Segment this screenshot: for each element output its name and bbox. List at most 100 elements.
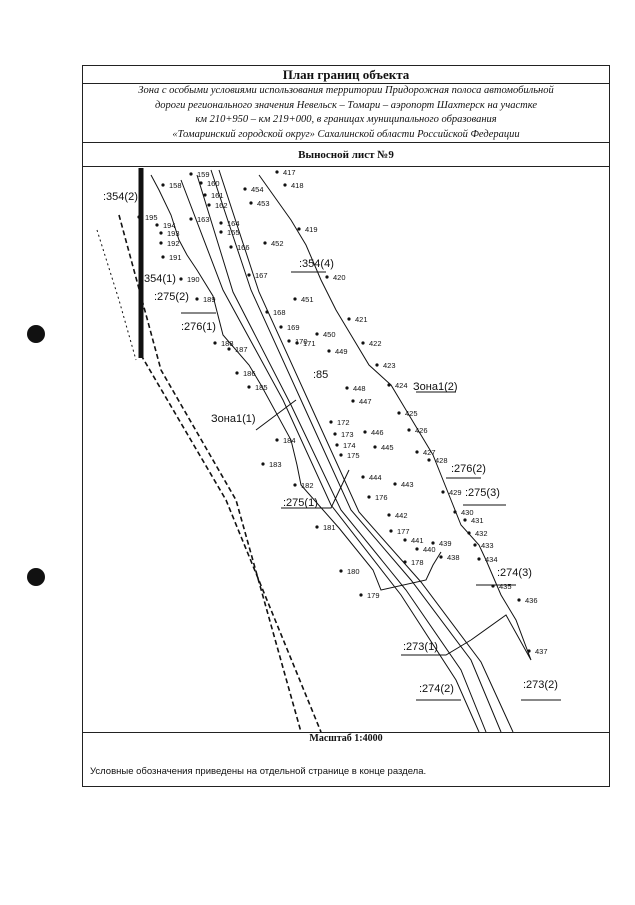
boundary-point xyxy=(491,584,495,588)
point-label: 195 xyxy=(145,213,158,222)
point-label: 177 xyxy=(397,527,410,536)
leader xyxy=(281,469,350,509)
sheet-label: Выносной лист №9 xyxy=(83,143,609,167)
zone-label: :274(3) xyxy=(497,567,532,579)
boundary-point xyxy=(335,443,339,447)
point-label: 428 xyxy=(435,456,448,465)
point-label: 183 xyxy=(269,460,282,469)
point-label: 436 xyxy=(525,596,538,605)
point-label: 172 xyxy=(337,418,350,427)
point-label: 159 xyxy=(197,170,210,179)
legend-note: Условные обозначения приведены на отдель… xyxy=(90,766,427,777)
boundary-point xyxy=(279,325,283,329)
zone-label: :276(2) xyxy=(451,463,486,475)
point-label: 158 xyxy=(169,181,182,190)
boundary-point xyxy=(517,598,521,602)
description-line: дороги регионального значения Невельск –… xyxy=(154,99,538,111)
point-label: 441 xyxy=(411,536,424,545)
road-line xyxy=(196,174,487,732)
boundary-point xyxy=(137,215,141,219)
plan-frame: План границ объекта Зона с особыми услов… xyxy=(82,65,610,787)
point-label: 446 xyxy=(371,428,384,437)
boundary-point xyxy=(415,450,419,454)
boundary-point xyxy=(247,385,251,389)
boundary-point xyxy=(159,231,163,235)
boundary-point xyxy=(387,513,391,517)
boundary-point xyxy=(315,525,319,529)
point-label: 169 xyxy=(287,323,300,332)
boundary-point xyxy=(161,183,165,187)
point-label: 449 xyxy=(335,347,348,356)
point-label: 427 xyxy=(423,448,436,457)
point-label: 166 xyxy=(237,243,250,252)
zone-label: :354(2) xyxy=(103,191,138,203)
boundary-point xyxy=(159,241,163,245)
boundary-point xyxy=(203,193,207,197)
point-label: 444 xyxy=(369,473,382,482)
boundary-point xyxy=(249,201,253,205)
point-label: 193 xyxy=(167,229,180,238)
dashed-left-short xyxy=(96,229,137,361)
point-label: 170 xyxy=(295,337,308,346)
object-description: Зона с особыми условиями использования т… xyxy=(83,83,609,143)
point-label: 450 xyxy=(323,330,336,339)
boundary-point xyxy=(467,531,471,535)
point-label: 186 xyxy=(243,369,256,378)
point-label: 438 xyxy=(447,553,460,562)
point-label: 165 xyxy=(227,228,240,237)
point-label: 432 xyxy=(475,529,488,538)
point-label: 174 xyxy=(343,441,356,450)
boundary-point xyxy=(287,339,291,343)
zone-label: :85 xyxy=(313,369,328,381)
point-label: 180 xyxy=(347,567,360,576)
boundary-point xyxy=(195,297,199,301)
boundary-point xyxy=(243,187,247,191)
boundary-point xyxy=(393,482,397,486)
boundary-point xyxy=(161,255,165,259)
point-label: 189 xyxy=(203,295,216,304)
point-label: 187 xyxy=(235,345,248,354)
point-label: 184 xyxy=(283,436,296,445)
punch-hole-bottom xyxy=(27,568,45,586)
boundary-point xyxy=(327,349,331,353)
leader xyxy=(401,639,472,656)
point-label: 452 xyxy=(271,239,284,248)
boundary-point xyxy=(155,223,159,227)
point-label: 445 xyxy=(381,443,394,452)
boundary-point xyxy=(351,399,355,403)
point-label: 163 xyxy=(197,215,210,224)
point-label: 437 xyxy=(535,647,548,656)
boundary-point xyxy=(199,181,203,185)
point-label: 185 xyxy=(255,383,268,392)
boundary-point xyxy=(265,310,269,314)
zone-label: Зона1(1) xyxy=(211,413,256,425)
boundary-point xyxy=(219,230,223,234)
road-line xyxy=(210,169,502,732)
scale-label: Масштаб 1:4000 xyxy=(309,733,383,744)
boundary-point xyxy=(403,538,407,542)
boundary-point xyxy=(235,371,239,375)
boundary-point xyxy=(207,203,211,207)
boundary-point xyxy=(219,221,223,225)
point-label: 430 xyxy=(461,508,474,517)
boundary-point xyxy=(427,458,431,462)
boundary-point xyxy=(453,510,457,514)
point-label: 418 xyxy=(291,181,304,190)
point-label: 164 xyxy=(227,219,240,228)
boundary-point xyxy=(375,363,379,367)
point-label: 420 xyxy=(333,273,346,282)
road-line xyxy=(218,169,514,732)
point-label: 431 xyxy=(471,516,484,525)
point-label: 161 xyxy=(211,191,224,200)
boundary-point xyxy=(295,341,299,345)
boundary-point xyxy=(339,569,343,573)
point-label: 447 xyxy=(359,397,372,406)
road-line xyxy=(180,179,480,732)
boundary-point xyxy=(347,317,351,321)
point-label: 160 xyxy=(207,179,220,188)
boundary-point xyxy=(283,183,287,187)
boundary-point xyxy=(293,297,297,301)
point-label: 440 xyxy=(423,545,436,554)
point-label: 421 xyxy=(355,315,368,324)
boundary-point xyxy=(297,227,301,231)
